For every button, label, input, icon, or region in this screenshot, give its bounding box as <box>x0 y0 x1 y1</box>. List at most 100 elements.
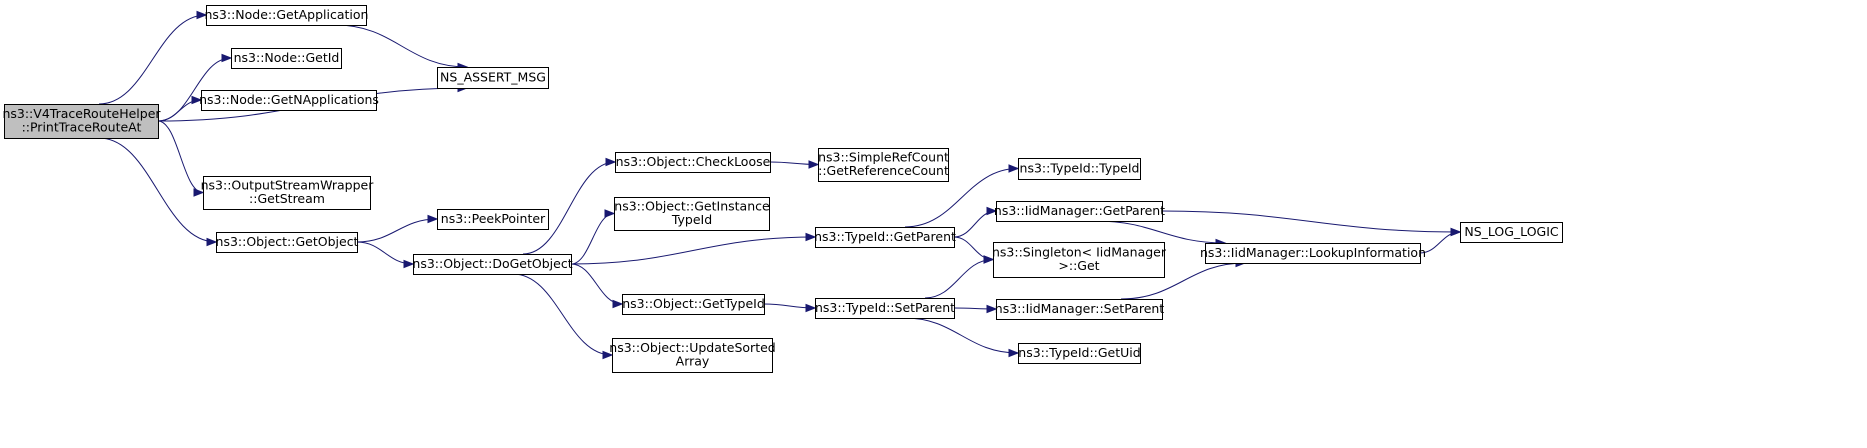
node-type-id-set-parent[interactable]: ns3::TypeId::SetParent <box>815 298 955 319</box>
edge-iid-set-parent-to-lookup-information <box>1120 262 1246 300</box>
arrowhead-icon <box>1450 227 1462 237</box>
node-get-uid[interactable]: ns3::TypeId::GetUid <box>1018 343 1141 364</box>
node-label: ns3::TypeId::SetParent <box>815 300 955 315</box>
edge-type-id-set-parent-to-singleton-get <box>924 259 994 299</box>
edge-root-to-get-napplications <box>157 99 202 122</box>
edge-root-to-get-id <box>157 57 232 122</box>
arrowhead-icon <box>605 157 617 167</box>
node-get-stream[interactable]: ns3::OutputStreamWrapper::GetStream <box>201 176 375 210</box>
node-box <box>206 5 367 26</box>
node-root[interactable]: ns3::V4TraceRouteHelper::PrintTraceRoute… <box>2 104 161 139</box>
node-label: NS_ASSERT_MSG <box>440 69 546 84</box>
node-get-application[interactable]: ns3::Node::GetApplication <box>205 5 369 26</box>
node-type-id-ctor[interactable]: ns3::TypeId::TypeId <box>1018 158 1141 180</box>
node-label: ns3::Singleton< IidManager <box>992 245 1167 260</box>
node-label: ns3::SimpleRefCount <box>818 150 949 165</box>
node-type-id-get-parent[interactable]: ns3::TypeId::GetParent <box>814 227 956 248</box>
node-box <box>996 201 1163 222</box>
node-box <box>815 298 955 319</box>
node-box <box>216 232 358 253</box>
node-box <box>1460 222 1563 243</box>
edge-do-get-object-to-get-type-id <box>570 263 623 305</box>
arrowhead-icon <box>983 255 995 264</box>
node-get-type-id[interactable]: ns3::Object::GetTypeId <box>622 294 765 315</box>
node-lookup-information[interactable]: ns3::IidManager::LookupInformation <box>1200 243 1426 264</box>
arrowhead-icon <box>427 214 439 224</box>
node-label: ns3::Node::GetApplication <box>205 7 369 22</box>
node-box <box>231 48 342 69</box>
node-peek-pointer[interactable]: ns3::PeekPointer <box>437 209 549 230</box>
node-label: ns3::PeekPointer <box>441 211 546 226</box>
arrowhead-icon <box>805 303 817 313</box>
edge-type-id-get-parent-to-type-id-ctor <box>904 168 1019 228</box>
node-label: ns3::Object::CheckLoose <box>616 154 771 169</box>
edge-type-id-set-parent-to-get-uid <box>904 317 1019 354</box>
node-label: TypeId <box>671 212 712 227</box>
edge-do-get-object-to-check-loose <box>522 161 616 255</box>
node-get-id[interactable]: ns3::Node::GetId <box>231 48 342 69</box>
edge-get-application-to-assert-msg <box>335 24 468 68</box>
arrowhead-icon <box>1008 164 1020 173</box>
edge-type-id-get-parent-to-iid-get-parent <box>953 210 997 238</box>
edge-root-to-get-application <box>98 14 207 105</box>
node-label: ns3::TypeId::TypeId <box>1020 160 1140 175</box>
edge-iid-get-parent-to-ns-log-logic <box>1161 210 1461 233</box>
nodes-layer: ns3::V4TraceRouteHelper::PrintTraceRoute… <box>2 5 1563 373</box>
edge-root-to-get-stream <box>157 120 204 193</box>
node-iid-get-parent[interactable]: ns3::IidManager::GetParent <box>994 201 1165 222</box>
node-label: ns3::Object::GetObject <box>216 234 359 249</box>
node-label: ns3::OutputStreamWrapper <box>201 178 375 193</box>
edge-type-id-get-parent-to-singleton-get <box>953 236 994 260</box>
node-iid-set-parent[interactable]: ns3::IidManager::SetParent <box>995 299 1165 320</box>
edge-do-get-object-to-type-id-get-parent <box>570 236 816 265</box>
node-get-napplications[interactable]: ns3::Node::GetNApplications <box>199 90 379 111</box>
node-assert-msg[interactable]: NS_ASSERT_MSG <box>437 67 549 89</box>
arrowhead-icon <box>193 188 205 197</box>
node-label: ns3::Node::GetNApplications <box>199 92 379 107</box>
node-box <box>622 294 765 315</box>
node-box <box>437 209 549 230</box>
edge-do-get-object-to-update-sorted-array <box>512 273 613 356</box>
node-label: ::GetStream <box>249 191 325 206</box>
arrowhead-icon <box>805 232 817 242</box>
node-label: ns3::IidManager::LookupInformation <box>1200 245 1426 260</box>
node-box <box>1205 243 1421 264</box>
arrowhead-icon <box>986 206 998 216</box>
node-get-object[interactable]: ns3::Object::GetObject <box>216 232 359 253</box>
node-box <box>993 242 1165 278</box>
node-get-reference-count[interactable]: ns3::SimpleRefCount::GetReferenceCount <box>818 148 949 182</box>
node-label: ns3::TypeId::GetParent <box>814 229 956 244</box>
node-box <box>201 90 377 111</box>
node-box <box>437 67 549 89</box>
node-box <box>4 104 159 139</box>
node-label: ::GetReferenceCount <box>818 163 949 178</box>
node-box <box>615 152 771 173</box>
node-box <box>612 338 773 373</box>
arrowhead-icon <box>1008 348 1020 358</box>
node-box <box>413 254 572 275</box>
arrowhead-icon <box>221 53 233 63</box>
node-box <box>614 197 770 231</box>
arrowhead-icon <box>196 10 208 20</box>
arrowhead-icon <box>191 95 203 105</box>
node-box <box>1018 343 1141 364</box>
arrowhead-icon <box>602 350 614 360</box>
edge-get-object-to-peek-pointer <box>356 218 438 243</box>
node-label: ns3::TypeId::GetUid <box>1018 345 1140 360</box>
node-singleton-get[interactable]: ns3::Singleton< IidManager>::Get <box>992 242 1167 278</box>
node-box <box>203 176 371 210</box>
node-label: ns3::Object::GetTypeId <box>622 296 765 311</box>
node-label: NS_LOG_LOGIC <box>1464 224 1559 239</box>
node-label: Array <box>676 354 710 369</box>
node-label: ns3::Object::DoGetObject <box>412 256 572 271</box>
node-ns-log-logic[interactable]: NS_LOG_LOGIC <box>1460 222 1563 243</box>
node-do-get-object[interactable]: ns3::Object::DoGetObject <box>412 254 573 275</box>
node-label: ns3::IidManager::GetParent <box>994 203 1165 218</box>
node-label: >::Get <box>1058 258 1099 273</box>
arrowhead-icon <box>403 259 415 269</box>
node-check-loose[interactable]: ns3::Object::CheckLoose <box>615 152 771 173</box>
node-box <box>818 148 949 182</box>
